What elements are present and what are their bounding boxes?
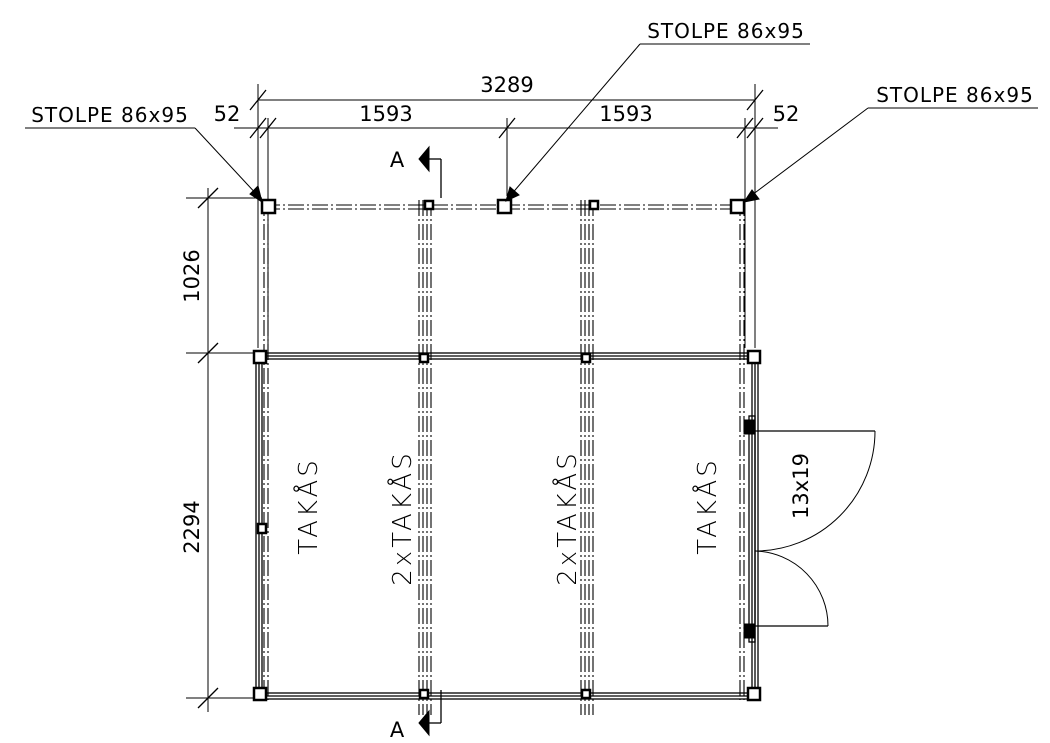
section-label-top: A (390, 148, 405, 172)
edge-left-dimension: 52 (214, 102, 241, 126)
post-right-label: STOLPE 86x95 (876, 83, 1034, 107)
post-middle-label: STOLPE 86x95 (647, 19, 805, 43)
section-label-bottom: A (390, 718, 405, 742)
overhang-depth-dimension: 1026 (180, 249, 204, 302)
top-dimension-lines (234, 84, 778, 348)
bay-left-dimension: 1593 (359, 102, 412, 126)
rafter-label-2: 2xTAKÅS (385, 450, 418, 585)
section-marker-top (418, 145, 442, 198)
door-size-label: 13x19 (789, 453, 813, 519)
bay-right-dimension: 1593 (599, 102, 652, 126)
double-door (743, 415, 876, 643)
callout-post-right (742, 107, 1038, 203)
edge-right-dimension: 52 (773, 102, 800, 126)
overall-width-dimension: 3289 (480, 73, 533, 97)
callout-post-left (25, 127, 263, 204)
callout-post-middle (505, 43, 810, 202)
rafter-label-4: TAKÅS (690, 457, 723, 555)
section-marker-bottom (418, 690, 442, 737)
left-dimension-lines (186, 187, 262, 712)
wall-posts (252, 349, 762, 702)
rafter-center-lines (263, 200, 745, 715)
post-left-label: STOLPE 86x95 (31, 103, 189, 127)
building-walls (255, 352, 759, 700)
rafter-label-1: TAKÅS (291, 457, 324, 555)
room-depth-dimension: 2294 (180, 500, 204, 553)
rafter-label-3: 2xTAKÅS (550, 450, 583, 585)
front-posts (260, 198, 746, 215)
